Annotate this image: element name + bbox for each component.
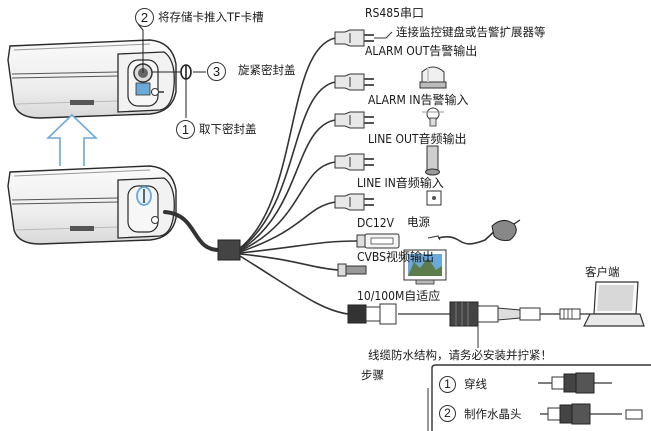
step-circle: 2 — [439, 405, 456, 422]
step-circle: 2 — [135, 8, 154, 27]
rs485-line — [374, 31, 393, 39]
steps-title: 步骤 — [361, 368, 384, 382]
port-label-ethernet: 10/100M自适应 — [357, 289, 441, 303]
port-label-line-in: LINE IN音频输入 — [357, 176, 444, 190]
rj45-plug — [559, 308, 581, 320]
port-desc-rs485: 连接监控键盘或告警扩展器等 — [396, 25, 546, 39]
step-circle: 1 — [176, 120, 195, 139]
cable-junction — [217, 239, 241, 261]
port-label-line-out: LINE OUT音频输出 — [368, 132, 467, 146]
step-circle: 3 — [207, 62, 226, 81]
laptop-icon — [583, 281, 645, 327]
camera-top — [7, 39, 177, 119]
camera-bottom — [7, 165, 177, 245]
step1-diagram — [538, 372, 612, 394]
port-label-alarm-in: ALARM IN告警输入 — [368, 93, 469, 107]
step-label-crimp: 制作水晶头 — [464, 407, 522, 421]
steps-bracket — [431, 364, 651, 431]
db-connector — [334, 153, 374, 171]
port-label-rs485: RS485串口 — [365, 6, 424, 20]
client-label: 客户端 — [585, 265, 620, 279]
seal-cap-icon — [180, 64, 192, 80]
db-connector — [334, 29, 374, 47]
speaker-icon — [425, 145, 440, 176]
alarm-light-icon — [419, 66, 447, 89]
microphone-icon — [426, 190, 442, 206]
step-label-remove-cap: 取下密封盖 — [199, 122, 257, 136]
waterproof-nut — [449, 301, 541, 327]
monitor-icon — [403, 249, 447, 285]
step-label-tighten-cap: 旋紧密封盖 — [238, 63, 296, 77]
port-desc-dc12v: 电源 — [407, 215, 430, 229]
dc-plug — [356, 233, 400, 249]
rj45-socket — [347, 303, 397, 325]
port-label-dc12v: DC12V — [357, 216, 394, 230]
step-circle: 1 — [439, 376, 456, 393]
port-label-cvbs: CVBS视频输出 — [357, 250, 434, 264]
power-adapter-icon — [427, 219, 521, 245]
port-label-alarm-out: ALARM OUT告警输出 — [365, 44, 478, 58]
db-connector — [334, 193, 374, 211]
step-label-insert-tf: 将存储卡推入TF卡槽 — [158, 10, 264, 24]
fanout-cables — [239, 37, 358, 315]
step-label-thread: 穿线 — [464, 377, 487, 391]
db-connector — [334, 73, 374, 91]
db-connector — [334, 111, 374, 129]
main-cable — [163, 210, 224, 253]
alarm-sensor-icon — [422, 107, 444, 127]
step2-diagram — [540, 403, 643, 425]
waterproof-note: 线缆防水结构，请务必安装并拧紧！ — [368, 348, 552, 362]
bnc-connector — [337, 263, 367, 277]
up-arrow-icon — [46, 113, 98, 166]
